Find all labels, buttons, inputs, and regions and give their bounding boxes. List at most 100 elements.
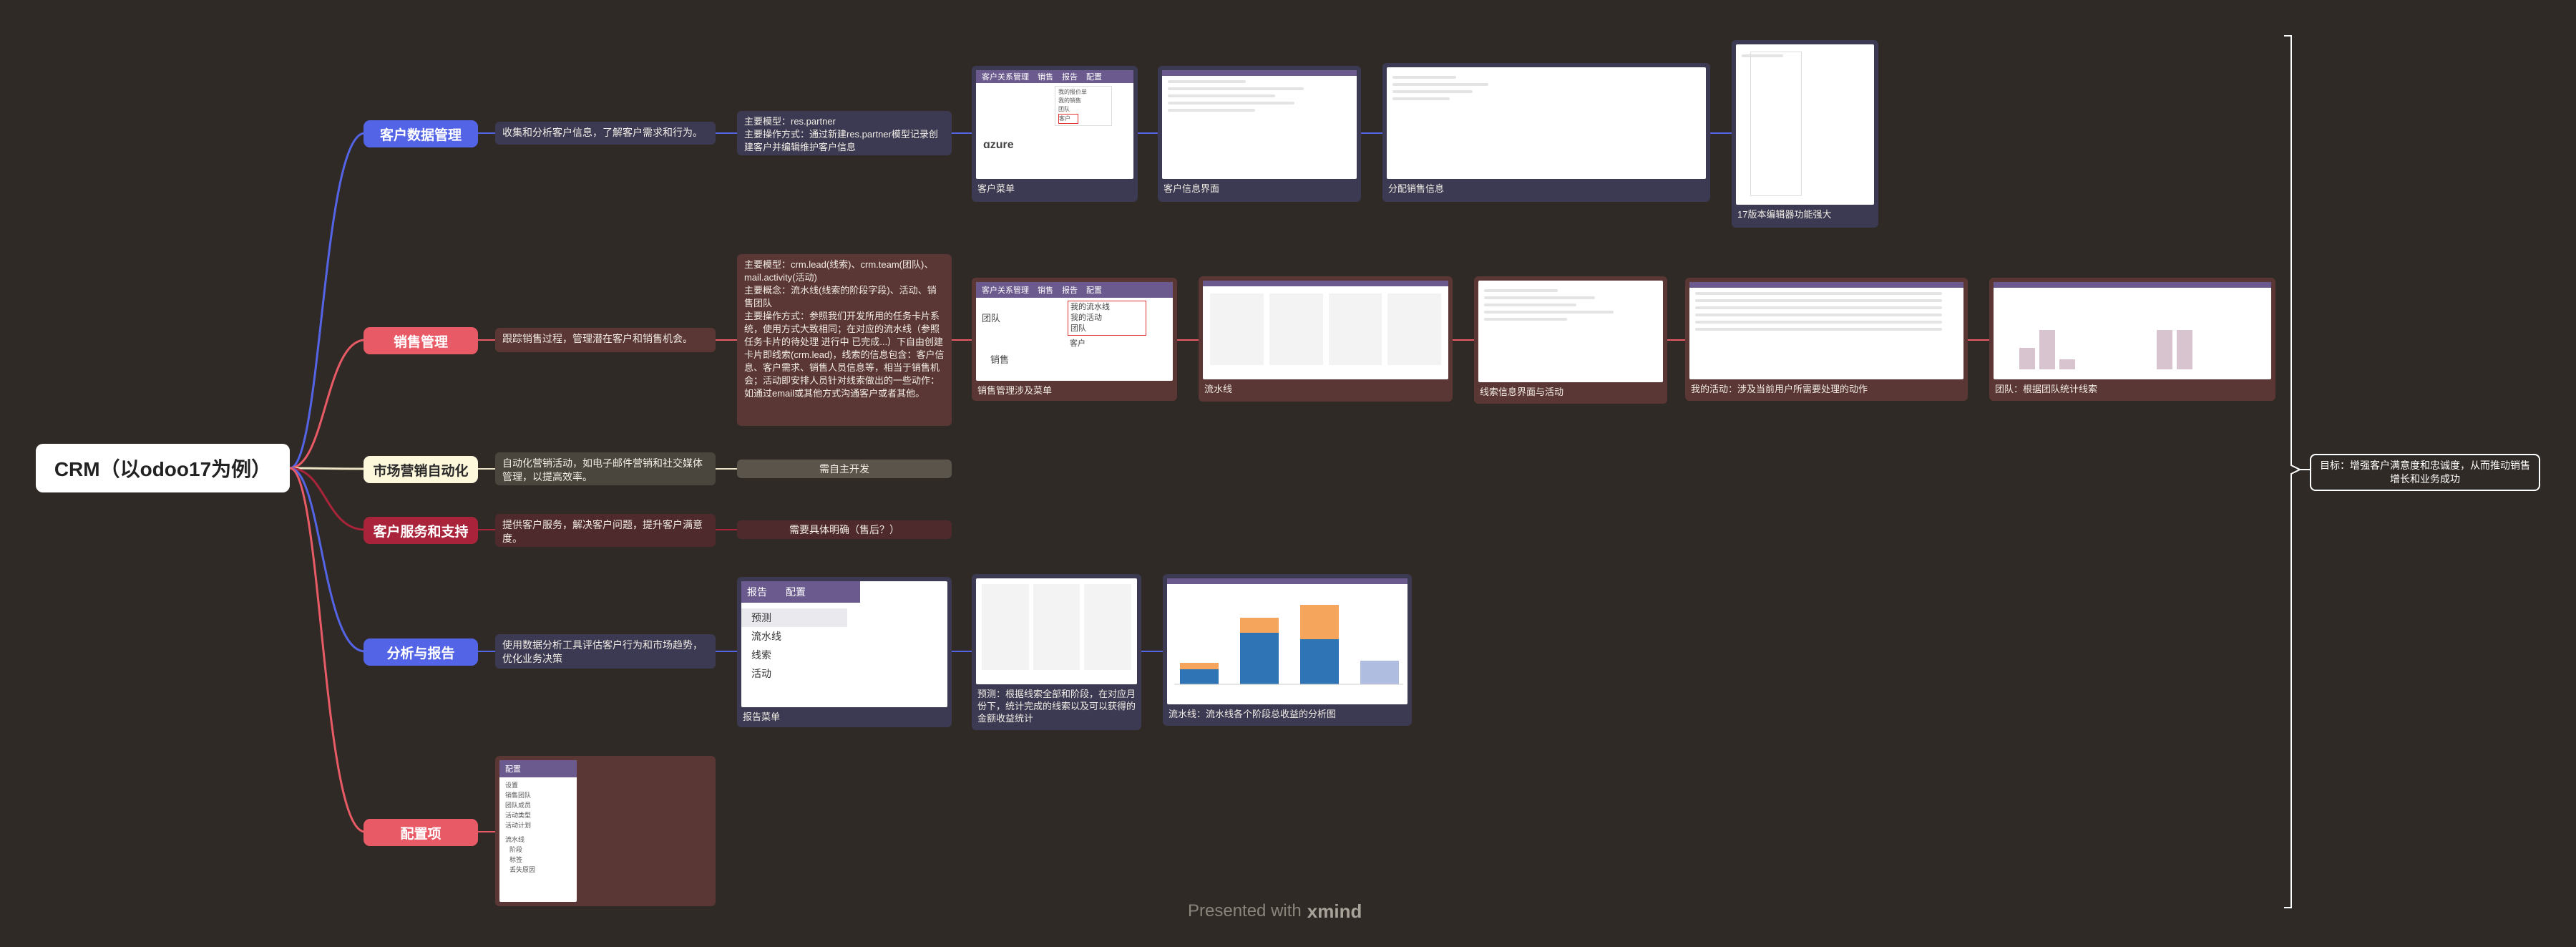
image-caption: 流水线 [1204,384,1233,394]
app-menubar: 配置 [499,760,577,777]
desc-analysis[interactable]: 使用数据分析工具评估客户行为和市场趋势，优化业务决策 [495,634,716,669]
app-menubar [1994,282,2271,288]
menu-item[interactable]: 客户 [1058,114,1078,124]
branch-analysis[interactable]: 分析与报告 [364,638,478,666]
desc-sales[interactable]: 跟踪销售过程，管理潜在客户和销售机会。 [495,328,716,352]
branch-sales[interactable]: 销售管理 [364,327,478,354]
menu-item[interactable]: 活动类型 [505,812,532,819]
chart-bar[interactable] [1360,661,1399,684]
branch-config[interactable]: 配置项 [364,819,478,846]
desc-customer-data[interactable]: 收集和分析客户信息，了解客户需求和行为。 [495,122,716,145]
note-customer-data[interactable]: 主要模型：res.partner 主要操作方式：通过新建res.partner模… [737,111,952,155]
image-card[interactable]: 线索信息界面与活动 [1474,276,1667,404]
branch-customer-data[interactable]: 客户数据管理 [364,120,478,147]
chart-bar[interactable] [1240,618,1279,633]
menu-item[interactable]: 我的销售 [1058,97,1081,104]
screenshot-report-menu: 报告配置 预测 流水线 线索 活动 [741,581,947,707]
menu-item[interactable]: 我的流水线 [1070,303,1110,311]
root-topic[interactable]: CRM（以odoo17为例） [36,444,290,492]
desc-text: 使用数据分析工具评估客户行为和市场趋势，优化业务决策 [502,639,703,664]
menu-item[interactable]: 线索 [751,649,771,661]
goal-summary[interactable]: 目标：增强客户满意度和忠诚度，从而推动销售增长和业务成功 [2310,454,2540,491]
menu-item[interactable]: 我的报价单 [1058,89,1087,95]
image-card[interactable]: 流水线 [1199,276,1453,402]
screenshot-forecast [976,578,1137,684]
branch-label: 配置项 [400,826,441,842]
screenshot-config-menu: 配置 设置 销售团队 团队成员 活动类型 活动计划 流水线 阶段 标签 丢失原因 [499,760,577,902]
app-menubar [1162,70,1357,76]
image-caption: 客户信息界面 [1163,183,1220,194]
screenshot-assign-sales [1387,67,1706,179]
note-service[interactable]: 需要具体明确（售后？） [737,520,952,539]
menu-item[interactable]: 预测 [741,608,847,627]
screenshot-lead-form [1478,281,1663,382]
image-card[interactable]: 客户关系管理销售报告配置 我的报价单 我的销售 团队 客户 ɑzure 客户菜单 [972,66,1138,202]
pipeline-bar-chart [1174,605,1403,685]
branch-service[interactable]: 客户服务和支持 [364,517,478,544]
image-card[interactable]: 客户关系管理销售报告配置 团队 销售 我的流水线 我的活动 团队 客户 销售管理… [972,278,1177,401]
footer-watermark: Presented with xmind [1188,900,1362,922]
menu-item[interactable]: 阶段 [509,846,523,853]
company-logo: ɑzure [983,139,1014,151]
side-label: 销售 [990,354,1010,365]
note-sales[interactable]: 主要模型：crm.lead(线索)、crm.team(团队)、mail.acti… [737,254,952,426]
image-card[interactable]: 我的活动：涉及当前用户所需要处理的动作 [1685,278,1968,401]
image-caption: 17版本编辑器功能强大 [1737,209,1832,220]
branch-label: 客户数据管理 [379,127,462,143]
kanban-columns [1203,286,1448,372]
image-caption: 销售管理涉及菜单 [977,385,1053,396]
desc-service[interactable]: 提供客户服务，解决客户问题，提升客户满意度。 [495,514,716,547]
screenshot-my-activities [1689,282,1963,379]
menu-item[interactable]: 设置 [505,782,519,789]
image-card[interactable]: 团队：根据团队统计线索 [1989,278,2275,401]
menu-item[interactable]: 我的活动 [1070,314,1102,322]
config-menu-list: 设置 销售团队 团队成员 活动类型 活动计划 流水线 阶段 标签 丢失原因 [499,777,577,878]
desc-marketing[interactable]: 自动化营销活动，如电子邮件营销和社交媒体管理，以提高效率。 [495,452,716,485]
menu-item[interactable]: 团队 [1058,106,1070,112]
menu-item[interactable]: 丢失原因 [509,866,536,873]
image-caption: 预测：根据线索全部和阶段，在对应月份下，统计完成的线索以及可以获得的金额收益统计 [977,689,1136,724]
branch-label: 销售管理 [393,334,448,350]
desc-text: 自动化营销活动，如电子邮件营销和社交媒体管理，以提高效率。 [502,457,703,482]
app-menubar: 报告配置 [741,581,860,603]
menu-item[interactable]: 流水线 [751,631,781,642]
chart-bar[interactable] [1300,639,1339,684]
image-card[interactable]: 分配销售信息 [1382,63,1710,202]
footer-prefix: Presented with [1188,901,1302,921]
image-card[interactable]: 预测：根据线索全部和阶段，在对应月份下，统计完成的线索以及可以获得的金额收益统计 [972,574,1141,730]
image-card[interactable]: 17版本编辑器功能强大 [1732,40,1878,228]
image-card[interactable]: 流水线：流水线各个阶段总收益的分析图 [1163,574,1412,726]
branch-label: 客户服务和支持 [373,524,469,540]
screenshot-sales-menu: 客户关系管理销售报告配置 团队 销售 我的流水线 我的活动 团队 客户 [976,282,1173,381]
app-menubar [1167,578,1407,584]
menu-item[interactable]: 团队成员 [505,802,532,809]
chart-bar[interactable] [1300,605,1339,639]
app-menubar [1689,282,1963,288]
chart-bar[interactable] [1180,669,1219,684]
chart-bar[interactable] [1180,663,1219,669]
menu-item[interactable]: 活动 [751,668,771,679]
menu-item[interactable]: 客户 [1070,339,1085,348]
image-card[interactable]: 报告配置 预测 流水线 线索 活动 报告菜单 [737,577,952,727]
image-caption: 线索信息界面与活动 [1480,387,1564,397]
menu-item[interactable]: 流水线 [505,836,525,843]
image-card[interactable]: 客户信息界面 [1158,66,1361,202]
note-marketing[interactable]: 需自主开发 [737,460,952,478]
menu-item[interactable]: 团队 [1070,324,1086,333]
app-menubar [1203,281,1448,286]
screenshot-customer-form [1162,70,1357,179]
chart-bar[interactable] [1240,633,1279,684]
menu-item[interactable]: 标签 [509,856,523,863]
branch-marketing[interactable]: 市场营销自动化 [364,456,478,483]
desc-text: 提供客户服务，解决客户问题，提升客户满意度。 [502,519,703,544]
app-menubar: 客户关系管理销售报告配置 [976,282,1173,298]
image-card[interactable]: 配置 设置 销售团队 团队成员 活动类型 活动计划 流水线 阶段 标签 丢失原因 [495,756,716,906]
menu-item[interactable]: 活动计划 [505,822,532,829]
note-text: 需要具体明确（售后？） [789,524,899,535]
screenshot-pipeline-analysis [1167,578,1407,704]
image-caption: 团队：根据团队统计线索 [1995,384,2098,394]
menu-item[interactable]: 销售团队 [505,792,532,799]
editor-command-list [1750,52,1802,196]
branch-label: 市场营销自动化 [373,463,469,479]
